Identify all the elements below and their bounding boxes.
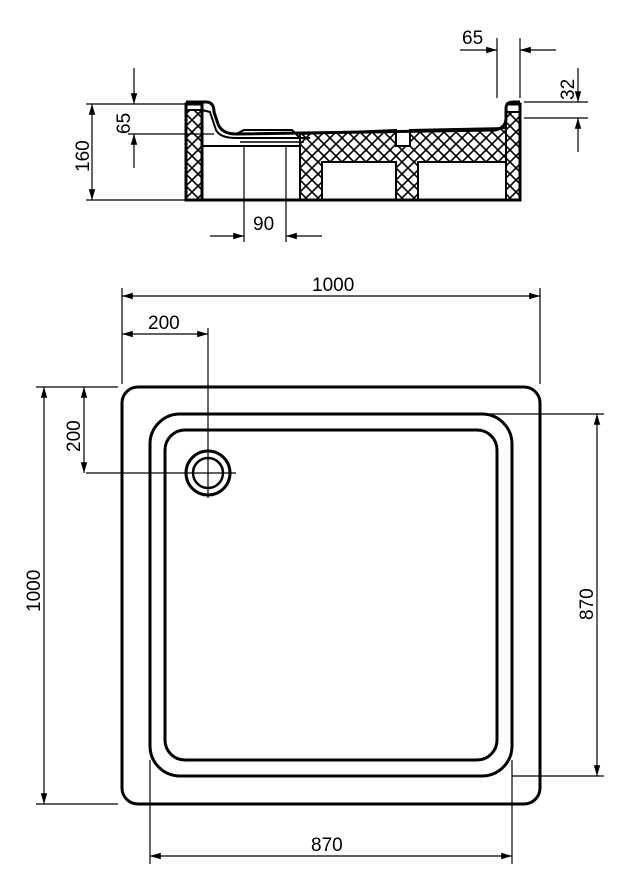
dim-inner-depth-plan: 870 [577,588,598,620]
dim-rim-width: 65 [462,28,483,49]
plan-outer-outline [120,385,542,806]
dim-overall-width: 1000 [312,275,354,296]
section-tray-inner-profile [201,109,310,139]
section-opening-right [417,161,507,201]
dim-overall-depth: 1000 [24,570,45,612]
dim-inner-depth: 65 [114,113,135,134]
section-left-wall [185,109,203,201]
plan-basin-inner [163,428,499,762]
section-opening-left [321,161,397,201]
plan-view: 1000 200 200 1000 870 870 [24,275,604,864]
dim-drain-offset-x: 200 [148,313,180,334]
dim-drain-offset-y: 200 [64,420,85,452]
section-drain-recess [235,129,301,139]
dim-inner-width: 870 [311,835,343,856]
dim-lip-height: 32 [558,79,579,100]
section-right-wall [505,111,521,201]
dim-drain-width: 90 [253,214,274,235]
section-view: 65 32 65 160 90 [73,28,588,242]
dim-total-height: 160 [73,140,94,172]
plan-basin-outer [148,412,514,778]
